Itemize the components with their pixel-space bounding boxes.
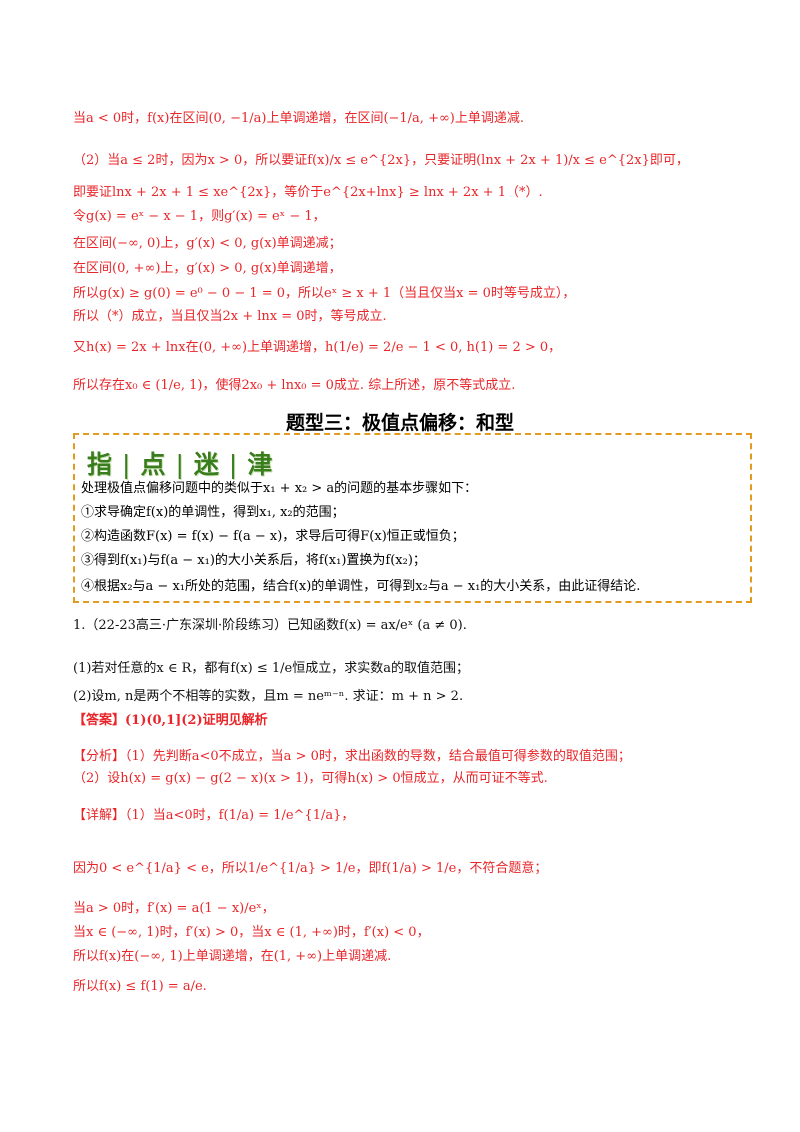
tip-banner: 指|点|迷|津 <box>87 445 276 481</box>
solution-line-3: 即要证lnx + 2x + 1 ≤ xe^{2x}，等价于e^{2x+lnx} … <box>73 185 543 200</box>
banner-divider: | <box>175 450 188 479</box>
problem-part-1: (1)若对任意的x ∈ R，都有f(x) ≤ 1/e恒成立，求实数a的取值范围； <box>73 661 469 676</box>
detail-line-6: 所以f(x) ≤ f(1) = a/e. <box>73 979 207 994</box>
solution-line-1: 当a < 0时，f(x)在区间(0, −1/a)上单调递增，在区间(−1/a, … <box>73 111 524 126</box>
banner-char-1: 指 <box>87 450 117 479</box>
solution-line-6: 在区间(0, +∞)上，g′(x) > 0, g(x)单调递增， <box>73 261 342 276</box>
banner-divider: | <box>122 450 135 479</box>
tip-box: 指|点|迷|津 处理极值点偏移问题中的类似于x₁ + x₂ > a的问题的基本步… <box>73 433 752 603</box>
tip-line-intro: 处理极值点偏移问题中的类似于x₁ + x₂ > a的问题的基本步骤如下： <box>81 481 478 496</box>
detail-line-4: 当x ∈ (−∞, 1)时，f′(x) > 0，当x ∈ (1, +∞)时，f′… <box>73 925 430 940</box>
solution-line-8: 所以（*）成立，当且仅当2x + lnx = 0时，等号成立. <box>73 309 387 324</box>
solution-line-10: 所以存在x₀ ∈ (1/e, 1)，使得2x₀ + lnx₀ = 0成立. 综上… <box>73 378 516 393</box>
solution-line-4: 令g(x) = eˣ − x − 1，则g′(x) = eˣ − 1， <box>73 209 326 224</box>
problem-stem: 1.（22-23高三·广东深圳·阶段练习）已知函数f(x) = ax/eˣ (a… <box>73 618 467 633</box>
analysis-line-1: 【分析】（1）先判断a<0不成立，当a > 0时，求出函数的导数，结合最值可得参… <box>73 749 631 764</box>
detail-line-5: 所以f(x)在(−∞, 1)上单调递增，在(1, +∞)上单调递减. <box>73 949 392 964</box>
tip-step-3: ③得到f(x₁)与f(a − x₁)的大小关系后，将f(x₁)置换为f(x₂)； <box>81 553 426 568</box>
tip-step-1: ①求导确定f(x)的单调性，得到x₁, x₂的范围； <box>81 505 345 520</box>
tip-step-2: ②构造函数F(x) = f(x) − f(a − x)，求导后可得F(x)恒正或… <box>81 529 465 544</box>
detail-line-3: 当a > 0时，f′(x) = a(1 − x)/eˣ， <box>73 901 275 916</box>
banner-char-2: 点 <box>140 450 170 479</box>
banner-divider: | <box>228 450 242 479</box>
tip-step-4: ④根据x₂与a − x₁所处的范围，结合f(x)的单调性，可得到x₂与a − x… <box>81 579 641 594</box>
problem-part-2: (2)设m, n是两个不相等的实数，且m = neᵐ⁻ⁿ. 求证：m + n >… <box>73 689 464 704</box>
banner-char-4: 津 <box>247 450 277 479</box>
solution-line-2: （2）当a ≤ 2时，因为x > 0，所以要证f(x)/x ≤ e^{2x}，只… <box>73 153 689 168</box>
solution-line-9: 又h(x) = 2x + lnx在(0, +∞)上单调递增，h(1/e) = 2… <box>73 340 562 355</box>
banner-char-3: 迷 <box>193 450 223 479</box>
section-title: 题型三：极值点偏移：和型 <box>285 412 514 434</box>
analysis-line-2: （2）设h(x) = g(x) − g(2 − x)(x > 1)，可得h(x)… <box>73 771 548 786</box>
detail-line-1: 【详解】（1）当a<0时，f(1/a) = 1/e^{1/a}， <box>73 808 355 823</box>
solution-line-7: 所以g(x) ≥ g(0) = e⁰ − 0 − 1 = 0，所以eˣ ≥ x … <box>73 286 576 301</box>
solution-line-5: 在区间(−∞, 0)上，g′(x) < 0, g(x)单调递减； <box>73 236 342 251</box>
detail-line-2: 因为0 < e^{1/a} < e，所以1/e^{1/a} > 1/e，即f(1… <box>73 861 548 876</box>
answer-line: 【答案】(1)(0,1](2)证明见解析 <box>73 713 268 728</box>
